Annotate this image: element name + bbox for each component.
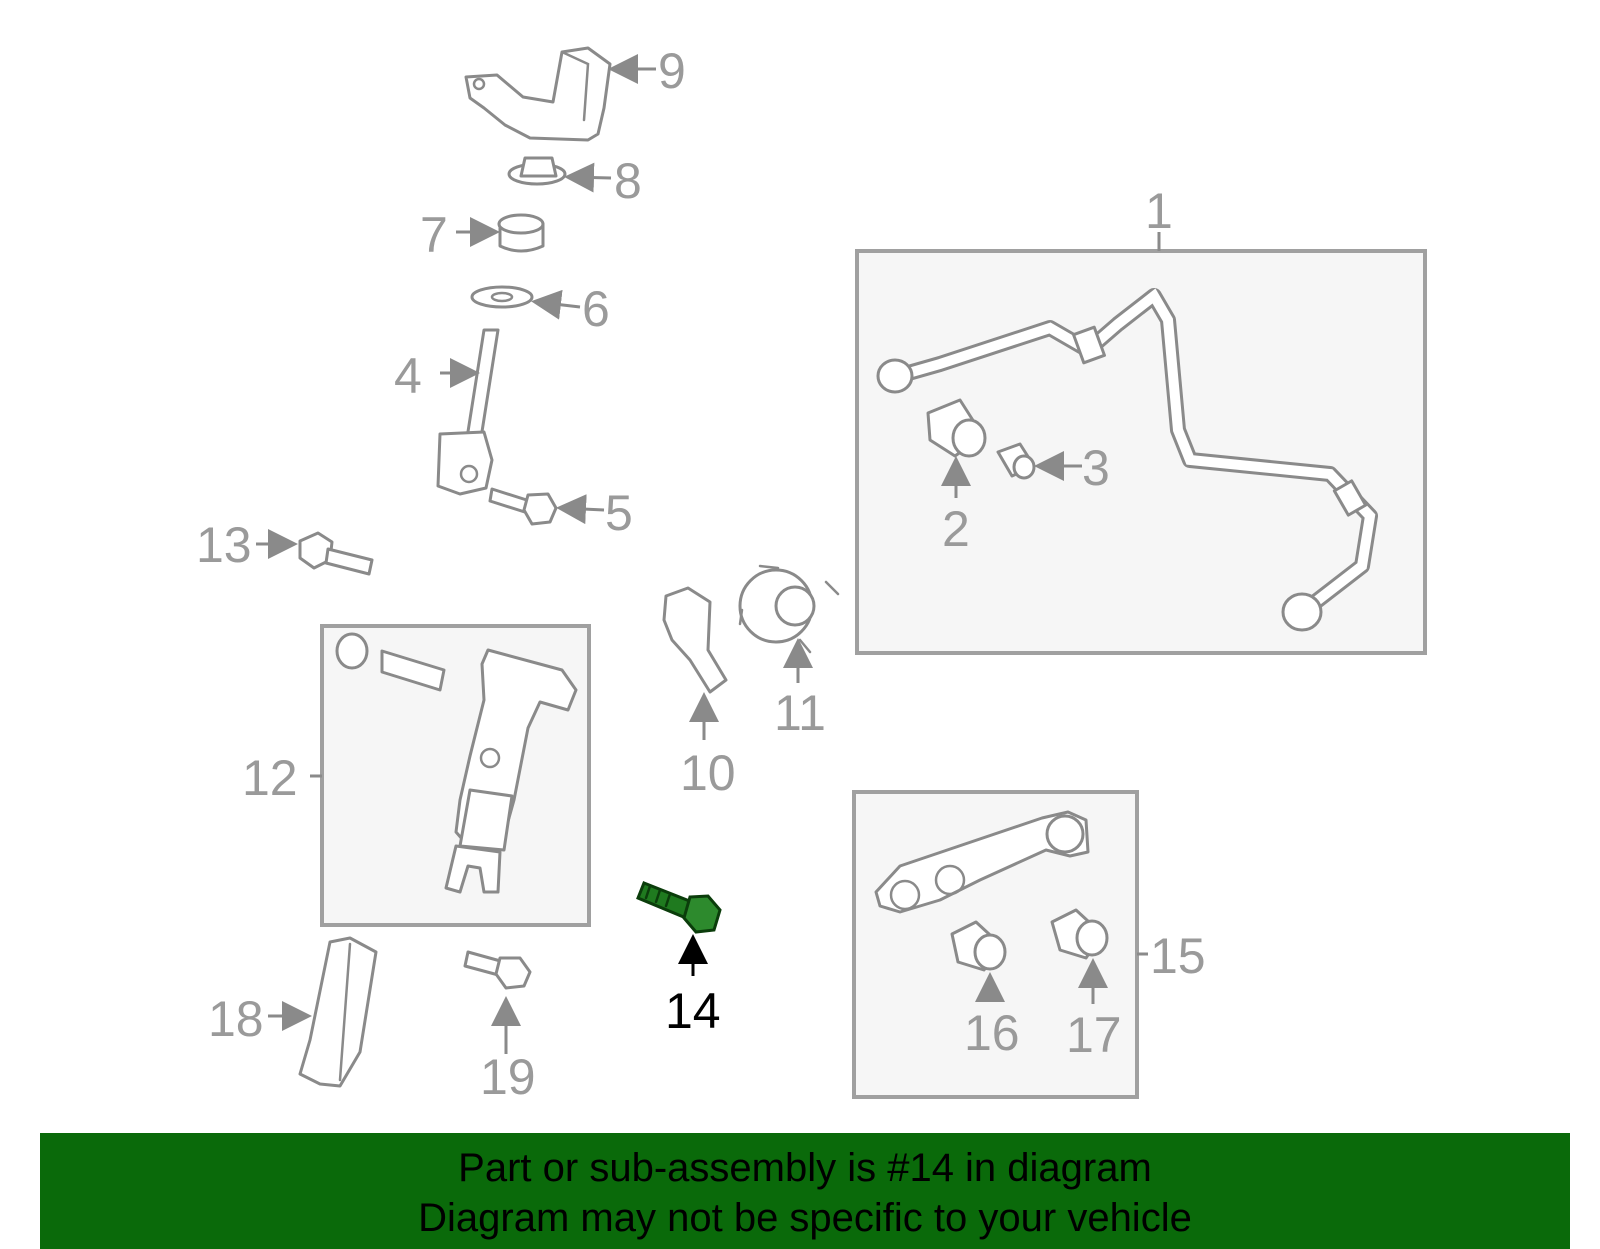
callout-2: 2 bbox=[942, 501, 970, 557]
part-1-stabilizer-bar[interactable] bbox=[876, 288, 1378, 632]
part-5-bolt[interactable] bbox=[488, 487, 558, 526]
part-16-bushing[interactable] bbox=[950, 920, 1007, 972]
part-18-plate[interactable] bbox=[298, 936, 378, 1088]
callout-7: 7 bbox=[420, 207, 448, 263]
part-8-mount[interactable] bbox=[507, 156, 567, 186]
callout-16: 16 bbox=[964, 1005, 1020, 1061]
part-17-bushing[interactable] bbox=[1050, 908, 1109, 960]
callout-15: 15 bbox=[1150, 928, 1206, 984]
part-14-bolt[interactable] bbox=[636, 881, 722, 934]
callout-19: 19 bbox=[480, 1049, 536, 1105]
callout-18: 18 bbox=[208, 991, 264, 1047]
part-10-clamp[interactable] bbox=[662, 586, 728, 694]
part-15-control-arm[interactable] bbox=[874, 810, 1090, 914]
callout-8: 8 bbox=[614, 153, 642, 209]
part-2-bushing[interactable] bbox=[926, 398, 987, 458]
part-6-washer[interactable] bbox=[470, 285, 534, 309]
part-3-bushing[interactable] bbox=[996, 442, 1036, 480]
callout-5: 5 bbox=[605, 485, 633, 541]
callout-14: 14 bbox=[665, 983, 721, 1039]
part-11-bushing[interactable] bbox=[738, 564, 840, 654]
callout-4: 4 bbox=[394, 348, 422, 404]
part-12-shock[interactable] bbox=[335, 632, 578, 894]
callout-11: 11 bbox=[774, 685, 826, 741]
callout-9: 9 bbox=[658, 43, 686, 99]
callout-12: 12 bbox=[242, 750, 298, 806]
banner-line-1: Part or sub-assembly is #14 in diagram bbox=[458, 1146, 1152, 1190]
callout-17: 17 bbox=[1066, 1007, 1122, 1063]
banner-line-2: Diagram may not be specific to your vehi… bbox=[418, 1196, 1192, 1240]
callout-13: 13 bbox=[196, 517, 252, 573]
part-7-bushing[interactable] bbox=[497, 213, 545, 253]
callout-1: 1 bbox=[1145, 183, 1173, 239]
part-4-link[interactable] bbox=[436, 328, 500, 496]
leader-lines bbox=[256, 54, 1161, 1054]
part-13-bolt[interactable] bbox=[298, 531, 374, 576]
callout-10: 10 bbox=[680, 745, 736, 801]
callout-3: 3 bbox=[1082, 440, 1110, 496]
callout-6: 6 bbox=[582, 281, 610, 337]
info-banner: Part or sub-assembly is #14 in diagram D… bbox=[40, 1133, 1570, 1249]
part-19-bolt[interactable] bbox=[463, 950, 532, 990]
part-9-bracket[interactable] bbox=[464, 46, 612, 142]
